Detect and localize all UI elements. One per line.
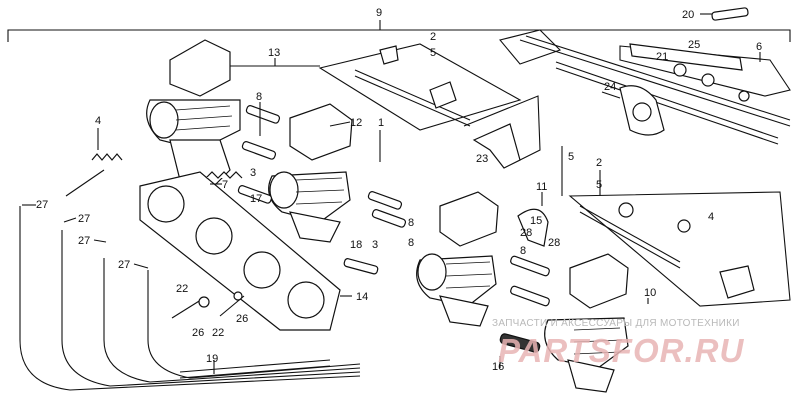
callout-28-a: 28	[520, 227, 532, 239]
callout-10: 10	[644, 287, 656, 299]
choke-rod-lower	[568, 191, 791, 307]
callout-25: 25	[688, 39, 700, 51]
callout-18: 18	[350, 239, 362, 251]
callout-27-b: 27	[78, 213, 90, 225]
callout-7: 7	[222, 179, 228, 191]
callout-5: 5	[430, 47, 436, 59]
callout-27-d: 27	[118, 259, 130, 271]
callout-4: 4	[95, 115, 101, 127]
callout-26-a: 26	[192, 327, 204, 339]
callout-22-b: 22	[212, 327, 224, 339]
link-plate-6	[619, 43, 791, 102]
watermark-tagline: ЗАПЧАСТИ И АКСЕССУАРЫ ДЛЯ МОТОТЕХНИКИ	[492, 318, 740, 329]
callout-15: 15	[530, 215, 542, 227]
callout-23: 23	[476, 153, 488, 165]
small-parts	[65, 105, 550, 353]
callout-24: 24	[604, 81, 616, 93]
leader-lines	[22, 58, 649, 374]
callout-8-c: 8	[408, 237, 414, 249]
callout-5-shaft: 5	[568, 151, 574, 163]
callout-2: 2	[430, 31, 436, 43]
callout-16: 16	[492, 361, 504, 373]
callout-22-a: 22	[176, 283, 188, 295]
pin-20	[700, 7, 749, 21]
callout-8: 8	[256, 91, 262, 103]
callout-27-a: 27	[36, 199, 48, 211]
callout-labels: 9 20 2 5 6 13 21 25 24 8 12 4 1 23 5 2 5…	[36, 7, 762, 373]
callout-5-lower: 5	[596, 179, 602, 191]
callout-2-lower: 2	[596, 157, 602, 169]
callout-8-b: 8	[408, 217, 414, 229]
throttle-shaft-upper	[499, 29, 791, 145]
callout-26-b: 26	[236, 313, 248, 325]
callout-9: 9	[376, 7, 382, 19]
carburetor-4	[544, 253, 629, 393]
callout-28-b: 28	[548, 237, 560, 249]
carburetor-2	[268, 103, 353, 243]
lever-23	[463, 95, 541, 169]
callout-20: 20	[682, 9, 694, 21]
callout-8-d: 8	[520, 245, 526, 257]
choke-rod-upper	[318, 43, 522, 131]
callout-1: 1	[378, 117, 384, 129]
callout-27-c: 27	[78, 235, 90, 247]
callout-11: 11	[536, 181, 547, 193]
callout-17: 17	[250, 193, 262, 205]
callout-13: 13	[268, 47, 280, 59]
carburetor-1	[146, 39, 241, 191]
tubes-19-27	[19, 206, 361, 391]
callout-3-b: 3	[372, 239, 378, 251]
callout-3: 3	[250, 167, 256, 179]
callout-14: 14	[356, 291, 368, 303]
callout-4-b: 4	[708, 211, 714, 223]
carburetor-3	[416, 191, 499, 327]
callout-12: 12	[350, 117, 362, 129]
carb-holder-14	[139, 171, 341, 331]
callout-21: 21	[656, 51, 668, 63]
callout-19: 19	[206, 353, 218, 365]
callout-6: 6	[756, 41, 762, 53]
assembly-bracket-9	[7, 20, 791, 42]
watermark-logo: PARTSFOR.RU	[498, 332, 745, 369]
